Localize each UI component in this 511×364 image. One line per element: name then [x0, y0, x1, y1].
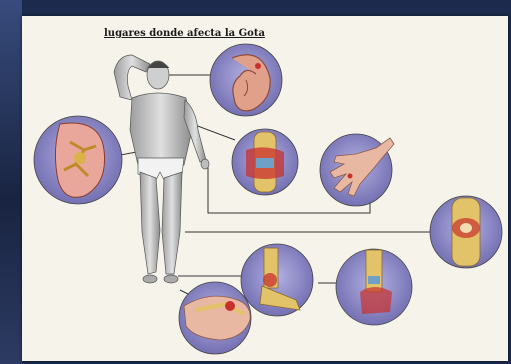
- ankle-joint-circle: [241, 244, 313, 316]
- foot-toes-circle: [179, 282, 251, 354]
- tophus-toe: [225, 301, 235, 311]
- connector-elbow: [195, 125, 235, 140]
- heel-joint-circle: [336, 249, 412, 325]
- elbow-joint-circle: [232, 129, 298, 195]
- human-figure: [114, 55, 209, 283]
- hand-circle: [320, 134, 394, 206]
- knee-joint-circle: [430, 196, 502, 268]
- kidney-circle: [34, 116, 122, 204]
- ear-circle: [210, 44, 282, 116]
- tophus-ear: [255, 63, 261, 69]
